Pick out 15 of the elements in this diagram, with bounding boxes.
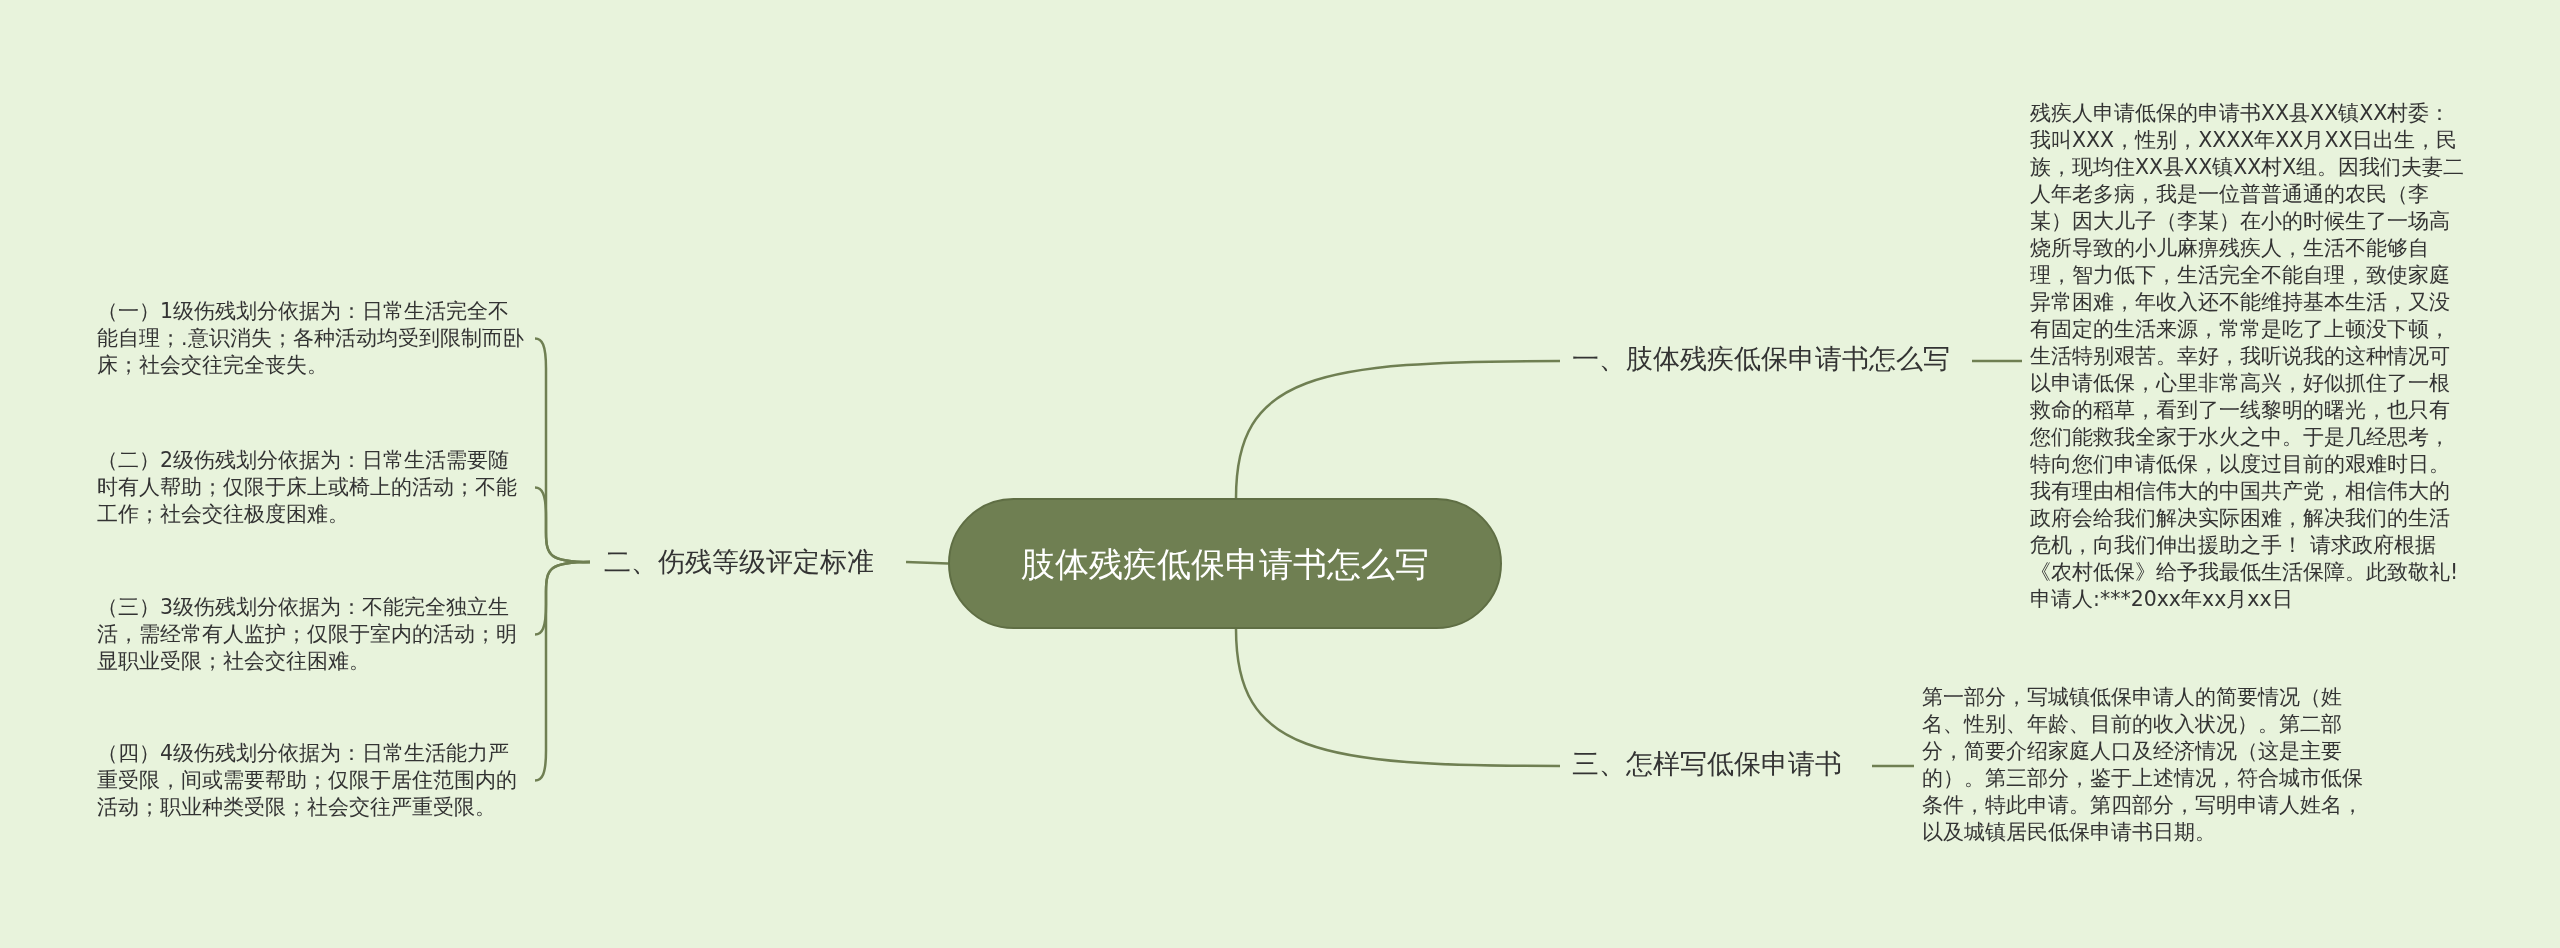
branch-title: 二、伤残等级评定标准 [604,544,894,580]
central-topic: 肢体残疾低保申请书怎么写 [948,498,1502,629]
connector-line [1972,359,2022,363]
branch-title: 三、怎样写低保申请书 [1572,746,1862,782]
branch-title: 一、肢体残疾低保申请书怎么写 [1572,341,1962,377]
connector-line [1234,628,1560,768]
note-text: （四）4级伤残划分依据为：日常生活能力严重受限，间或需要帮助；仅限于居住范围内的活动；职业种类受限；社会交往严重受限。 [97,740,529,821]
connector-line [534,560,590,782]
note-text: （一）1级伤残划分依据为：日常生活完全不能自理；.意识消失；各种活动均受到限制而卧床；社会交往完全丧失。 [97,298,529,379]
note-text: 残疾人申请低保的申请书XX县XX镇XX村委：我叫XXX，性别，XXXX年XX月XX日出生，民族，现均住XX县XX镇XX村X组。因我们夫妻二人年老多病，我是一位普普通通的农民（李某）因大儿子（李某）在小的时候生了一场高烧所导致的小儿麻痹残疾人，生活不能够自理，智力低下，生活完全不能自理，致使家庭异常困难，年收入还不能维持基本生活，又没有固定的生活来源，常常是吃了上顿没下顿，生活特别艰苦。幸好，我听说我的这种情况可以申请低保，心里非常高兴，好似抓住了一根救命的稻草，看到了一线黎明的曙光，也只有您们能救我全家于水火之中。于是几经思考，特向您们申请低保，以度过目前的艰难时日。我有理由相信伟大的中国共产党，相信伟大的政府会给我们解决实际困难，解决我们的生活危机，向我们伸出援助之手！ 请求政府根据《农村低保》给予我最低生活保障。此致敬礼!申请人:***20xx年xx月xx日 [2030,100,2470,613]
note-text: （二）2级伤残划分依据为：日常生活需要随时有人帮助；仅限于床上或椅上的活动；不能工作；社会交往极度困难。 [97,447,529,528]
note-text: （三）3级伤残划分依据为：不能完全独立生活，需经常有人监护；仅限于室内的活动；明显职业受限；社会交往困难。 [97,594,529,675]
connector-line [1234,359,1560,499]
note-text: 第一部分，写城镇低保申请人的简要情况（姓名、性别、年龄、目前的收入状况）。第二部分，简要介绍家庭人口及经济情况（这是主要的）。第三部分，鉴于上述情况，符合城市低保条件，特此申请。第四部分，写明申请人姓名，以及城镇居民低保申请书日期。 [1922,684,2367,846]
connector-line [1872,764,1914,768]
